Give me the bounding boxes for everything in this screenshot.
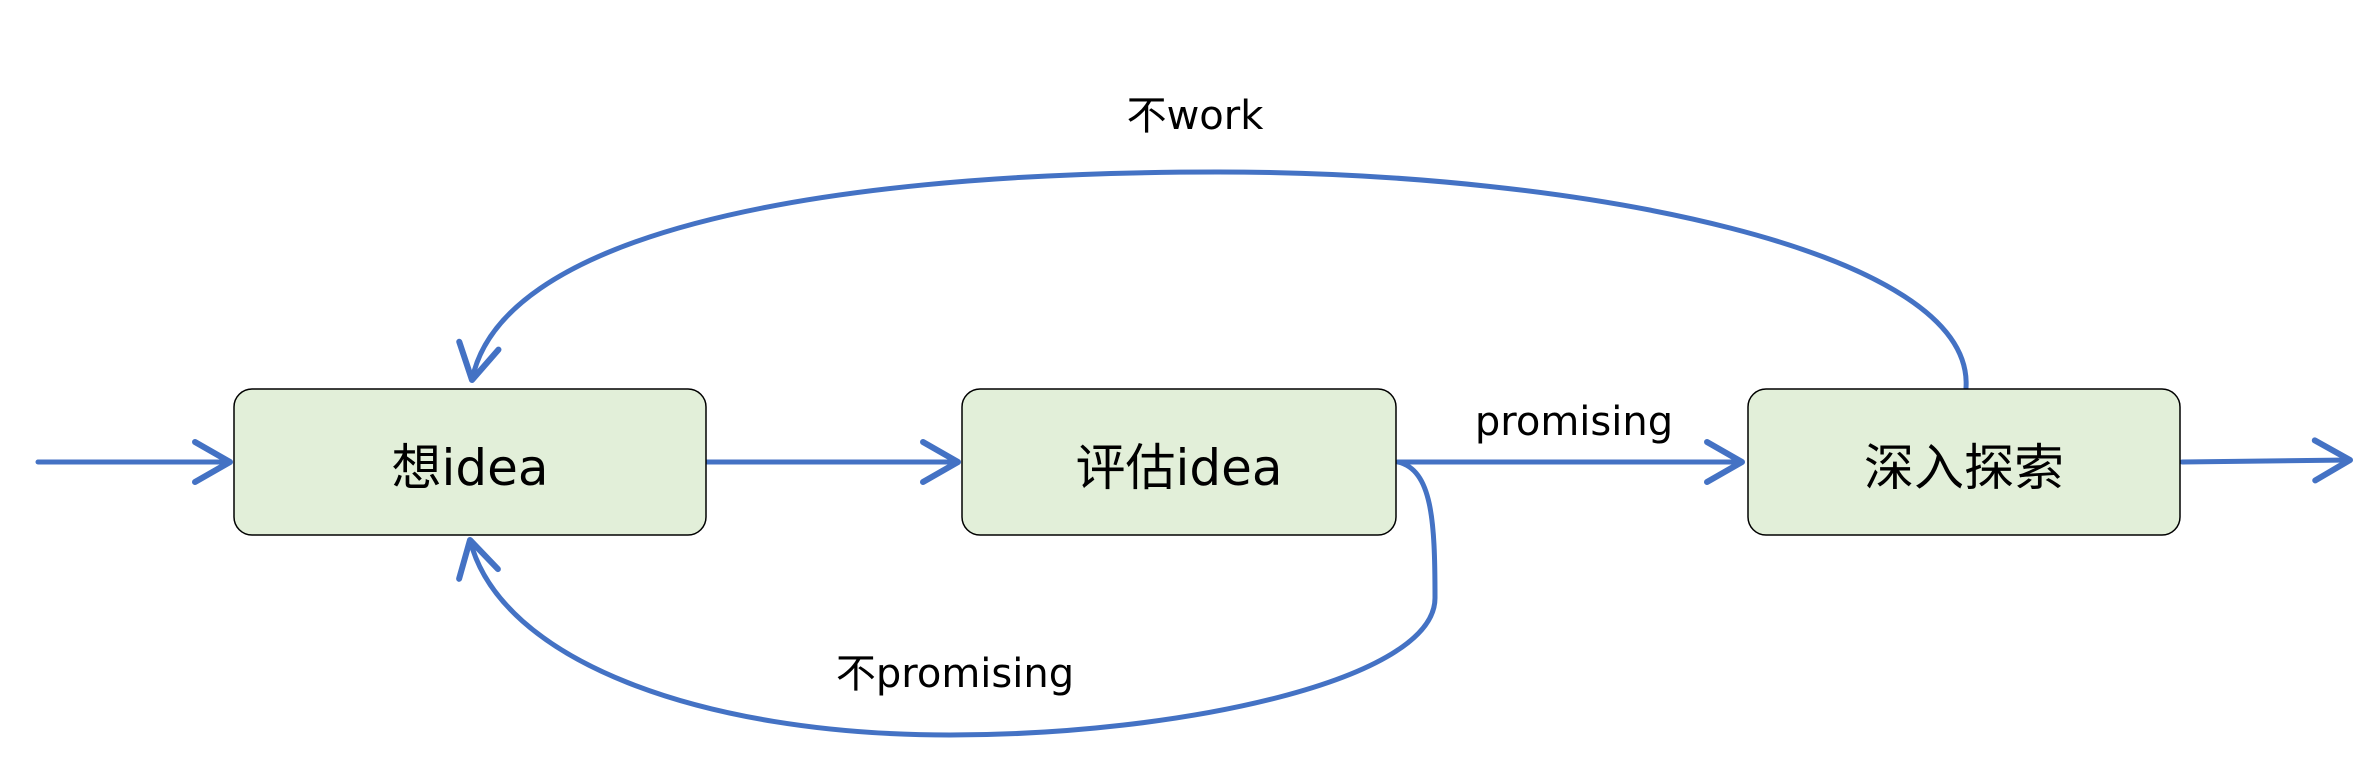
exit-arrow	[2179, 437, 2353, 484]
node-evaluate-label: 评估idea	[1075, 439, 1282, 497]
node-explore[interactable]: 深入探索	[1747, 388, 2181, 536]
node-think[interactable]: 想idea	[233, 388, 707, 536]
arrow-not-work-loop	[456, 169, 1969, 391]
arrow-not-promising-loop	[456, 459, 1438, 738]
label-not-promising: 不promising	[836, 651, 1074, 697]
label-not-work: 不work	[1127, 93, 1265, 139]
node-explore-label: 深入探索	[1864, 439, 2064, 497]
label-promising: promising	[1475, 399, 1673, 445]
node-evaluate[interactable]: 评估idea	[961, 388, 1397, 536]
node-think-label: 想idea	[391, 439, 548, 497]
